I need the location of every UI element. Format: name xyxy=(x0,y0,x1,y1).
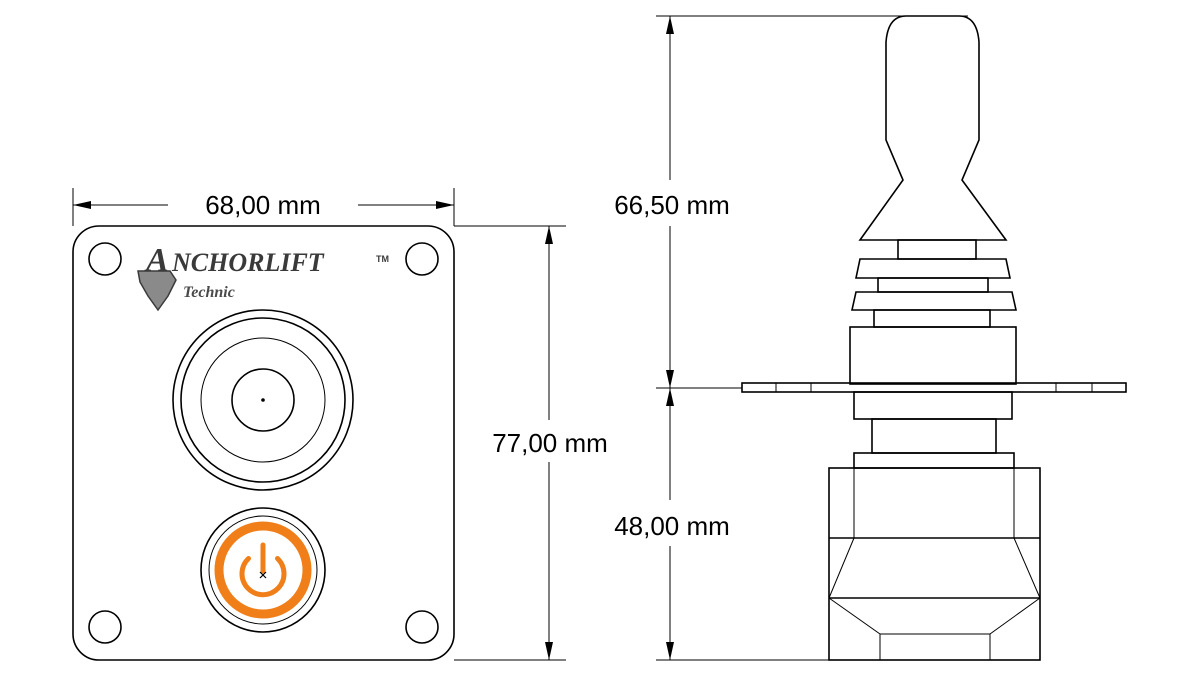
boot-ring-upper xyxy=(855,258,1011,279)
mounting-hole-top-right xyxy=(405,242,439,276)
dimension-joystick-heights: 66,50 mm 48,00 mm xyxy=(614,15,968,661)
body-upper-band xyxy=(853,452,1015,469)
lower-collar xyxy=(853,391,1013,420)
handle-neck xyxy=(897,239,977,260)
logo-initial: A xyxy=(144,242,169,279)
dimension-label-upper-height: 66,50 mm xyxy=(614,190,730,220)
mounting-plate xyxy=(72,225,455,661)
logo-subtitle: Technic xyxy=(183,284,235,301)
side-view-joystick xyxy=(741,15,1127,661)
logo-wordmark: NCHORLIFT xyxy=(171,248,325,277)
power-button-bezel xyxy=(208,515,318,625)
power-button-housing xyxy=(200,507,326,633)
dimension-label-plate-width: 68,00 mm xyxy=(205,190,321,220)
front-view-plate: A NCHORLIFT TM Technic xyxy=(72,225,455,661)
boss-face xyxy=(200,337,326,463)
boot-gap-upper xyxy=(877,277,989,293)
anchorlift-logo: A NCHORLIFT TM Technic xyxy=(137,242,389,312)
stem-center xyxy=(261,398,265,402)
dimension-plate-width: 68,00 mm xyxy=(72,188,455,226)
boss-inner-ring xyxy=(180,317,346,483)
dimension-label-lower-height: 48,00 mm xyxy=(614,511,730,541)
power-icon xyxy=(239,542,287,598)
boot-gap-lower xyxy=(873,309,991,328)
mounting-hole-top-left xyxy=(88,242,122,276)
logo-trademark: TM xyxy=(376,254,389,264)
dimension-label-plate-height: 77,00 mm xyxy=(492,428,608,458)
mounting-hole-bottom-right xyxy=(405,610,439,644)
joystick-handle xyxy=(858,15,1008,241)
dimension-plate-height: 77,00 mm xyxy=(454,225,608,661)
power-button[interactable] xyxy=(200,507,326,633)
boot-ring-lower xyxy=(851,291,1017,311)
boss-outer-ring xyxy=(172,309,354,491)
joystick-boss xyxy=(172,309,354,491)
logo-anchor-mark xyxy=(137,270,177,312)
joystick-stem xyxy=(231,368,295,432)
body-shaft xyxy=(871,418,997,454)
mounting-hole-bottom-left xyxy=(88,610,122,644)
power-ring xyxy=(214,521,312,619)
body-base-step xyxy=(879,633,991,661)
upper-collar xyxy=(849,326,1017,385)
main-body xyxy=(828,467,1041,661)
